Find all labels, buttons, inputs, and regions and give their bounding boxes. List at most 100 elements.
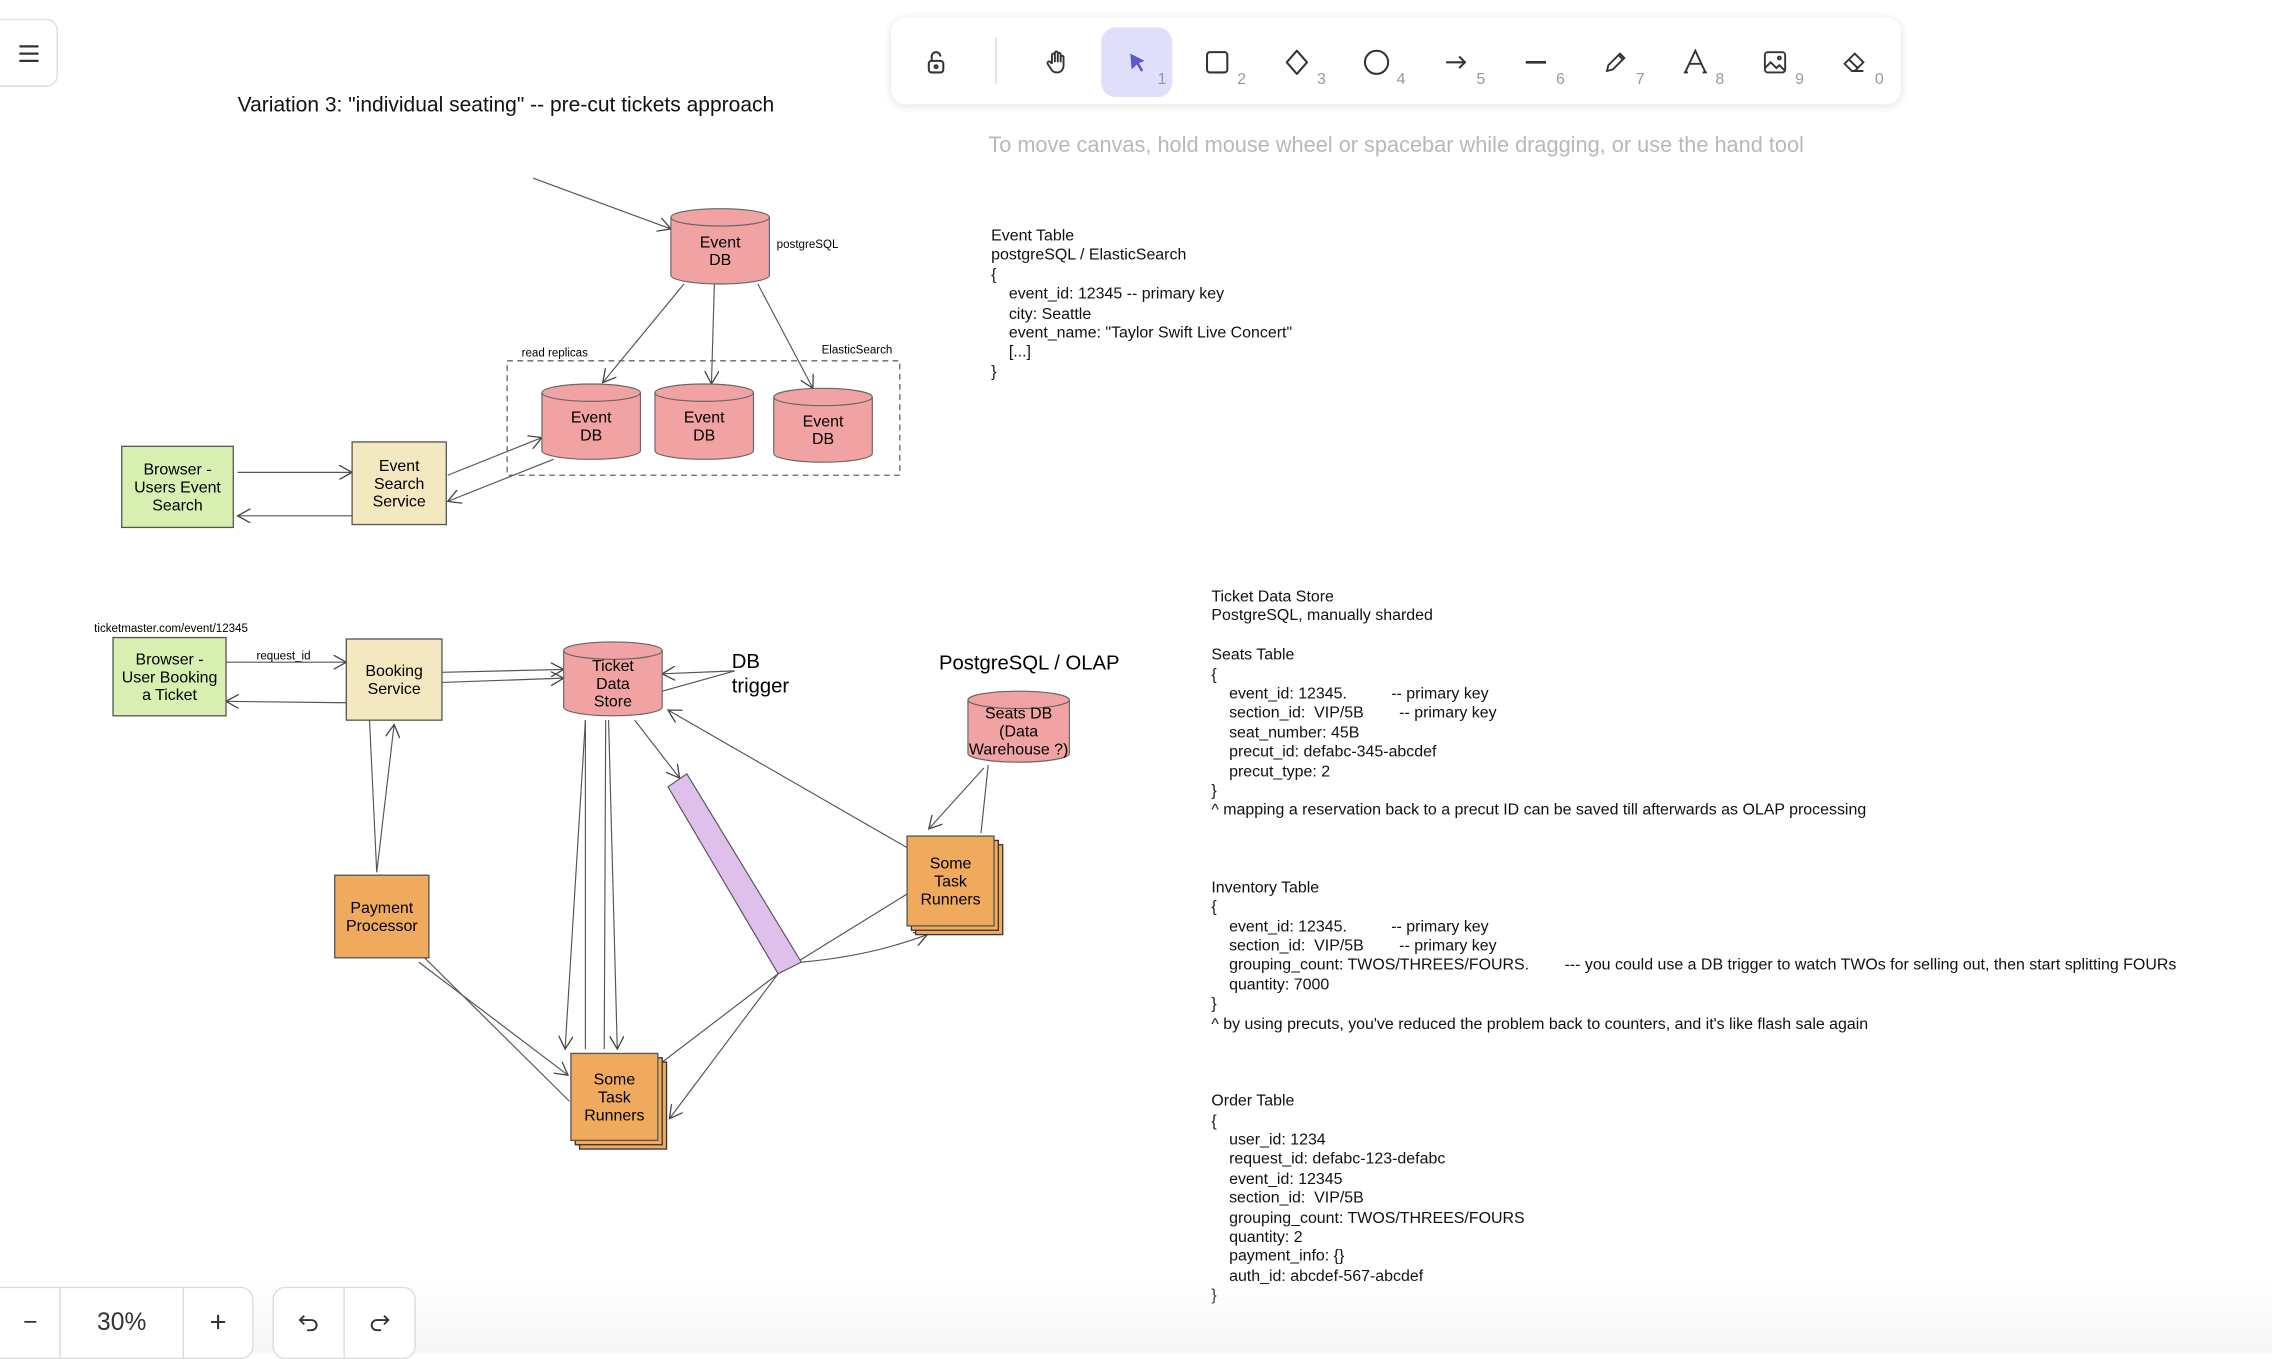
arrow[interactable] [757,283,813,388]
arrow[interactable] [447,438,542,476]
arrow[interactable] [565,720,586,1049]
hand-tool[interactable] [1022,28,1093,98]
node-label: Service [373,494,426,511]
note-line: ^ mapping a reservation back to a precut… [1211,801,1867,820]
lock-tool[interactable] [900,28,971,98]
zoom-level-button[interactable]: 30% [97,1308,147,1336]
image-tool[interactable]: 9 [1739,28,1810,98]
node-label: DB [812,431,834,448]
undo-button[interactable] [274,1288,344,1358]
hamburger-menu-icon [19,44,39,62]
note-line: event_name: "Taylor Swift Live Concert" [991,324,1293,342]
node-label: Ticket [592,658,634,675]
arrow[interactable] [603,283,685,383]
arrow[interactable] [418,961,568,1075]
arrow[interactable] [533,177,671,229]
note-line: grouping_count: TWOS/THREES/FOURS [1211,1209,1525,1227]
separator [343,1288,345,1358]
text-tool[interactable]: 8 [1659,28,1730,98]
pointer-icon [1129,53,1144,72]
selection-tool[interactable]: 1 [1101,27,1173,98]
line [603,720,607,1050]
note-line [1211,821,2176,840]
main-menu-button[interactable] [0,18,58,87]
note-line: city: Seattle [991,305,1092,323]
shortcut-key: 7 [1635,71,1645,89]
note-line: Ticket Data Store [1211,588,1334,606]
note-line: auth_id: abcdef-567-abcdef [1211,1267,1424,1285]
note-line: { [1211,898,1217,917]
node-label: Search [152,497,202,514]
line-tool[interactable]: 6 [1500,28,1571,98]
note-line: precut_id: defabc-345-abcdef [1211,743,1437,761]
ellipse-tool[interactable]: 4 [1340,28,1411,98]
note-line: Order Table [1211,1092,1295,1111]
arrow[interactable] [634,719,680,778]
arrow[interactable] [668,710,908,849]
rectangle-tool[interactable]: 2 [1181,28,1252,98]
arrow[interactable] [711,283,714,384]
arrow[interactable] [929,767,985,829]
replica-group-box[interactable] [506,360,901,476]
arrow[interactable] [608,720,618,1049]
shortcut-key: 6 [1556,71,1565,89]
text-icon [1683,48,1707,74]
note-line: Seats Table [1211,646,1295,664]
read-replicas-label: read replicas [522,347,588,359]
node-label: Store [594,694,632,711]
note-line: } [1211,782,1217,800]
eraser-tool[interactable]: 0 [1818,28,1889,98]
redo-button[interactable] [345,1288,415,1358]
arrow[interactable] [368,720,394,873]
line [661,973,779,1063]
note-line: event_id: 12345 -- primary key [991,285,1225,304]
note-line: seat_number: 45B [1211,724,1360,742]
zoom-out-button[interactable]: − [23,1308,38,1336]
arrow[interactable] [448,458,554,501]
db-trigger-label: trigger [732,676,790,698]
diamond-tool[interactable]: 3 [1261,28,1332,98]
arrow[interactable] [441,678,564,682]
note-line: ^ by using precuts, you've reduced the p… [1211,1015,1869,1033]
node-label: Event [684,410,725,427]
arrow[interactable] [441,669,564,672]
zoom-in-button[interactable]: + [209,1306,227,1339]
node-label: Some [594,1072,636,1089]
note-line: section_id: VIP/5B [1211,1189,1364,1208]
pencil-icon [1604,52,1625,73]
db-trigger-arrow[interactable] [662,671,735,692]
note-line [1211,1054,2176,1073]
note-line: payment_info: {} [1211,1247,1345,1266]
arrow[interactable] [669,973,779,1119]
diagram-title[interactable]: Variation 3: "individual seating" -- pre… [237,94,775,118]
draw-tool[interactable]: 7 [1579,28,1650,98]
arrow[interactable] [801,935,927,963]
arrow[interactable] [226,701,347,702]
note-line: request_id: defabc-123-defabc [1211,1150,1446,1169]
message-queue[interactable] [667,772,803,975]
note-line: } [1211,995,1217,1014]
node-label: Task [934,874,967,891]
eraser-icon [1842,52,1865,72]
node-label: Task [598,1089,631,1106]
shortcut-key: 9 [1795,71,1805,89]
node-label: Service [368,681,421,698]
arrow-tool[interactable]: 5 [1420,28,1491,98]
circle-icon [1363,49,1389,75]
